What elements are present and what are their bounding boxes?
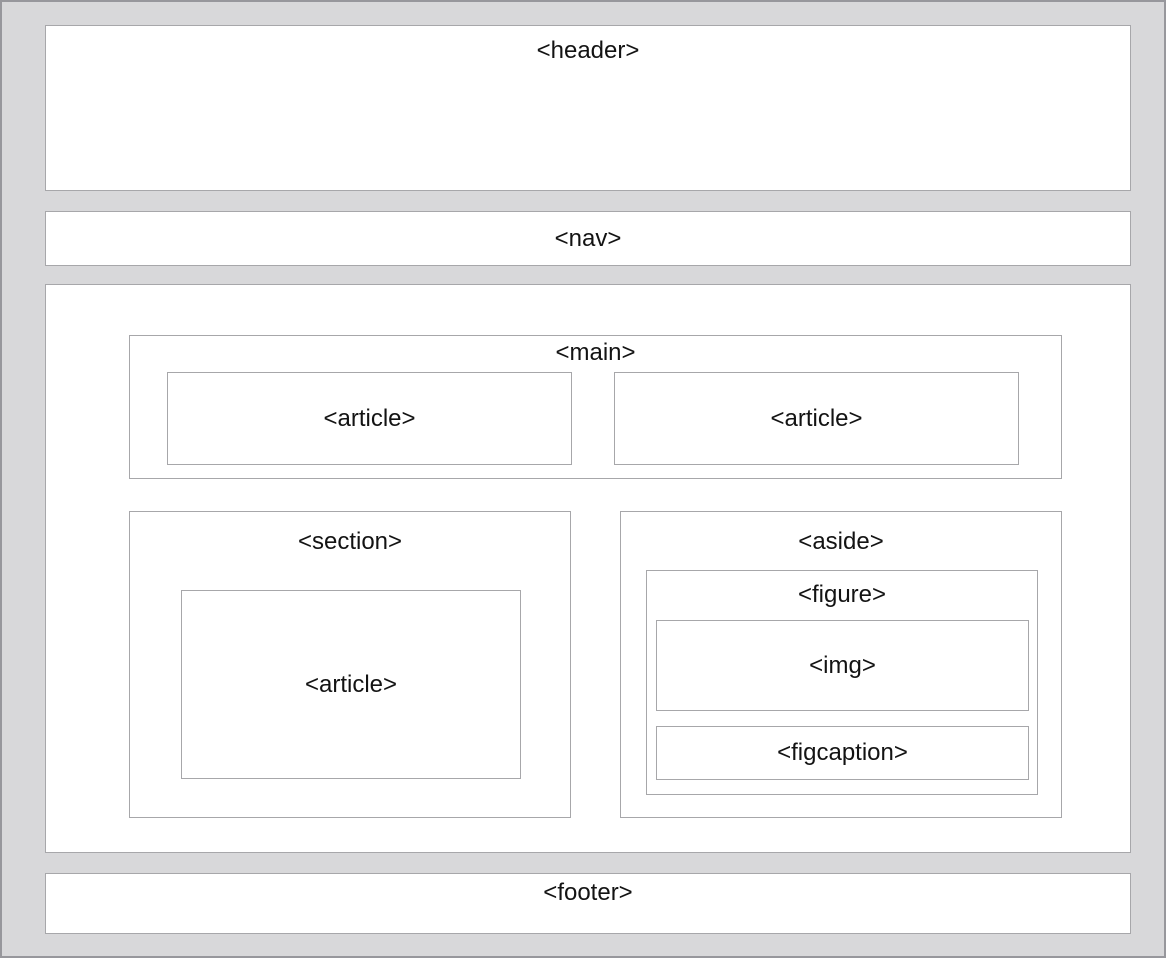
section-article-label: <article>	[304, 670, 398, 698]
main-box: <main> <article> <article>	[129, 335, 1062, 479]
section-article-box: <article>	[181, 590, 521, 779]
figcaption-label: <figcaption>	[777, 739, 908, 766]
figure-label: <figure>	[797, 581, 887, 608]
main-article-left-label: <article>	[323, 404, 416, 432]
footer-box: <footer>	[45, 873, 1131, 934]
aside-box: <aside> <figure> <img> <figcaption>	[620, 511, 1062, 818]
main-article-right-label: <article>	[770, 404, 863, 432]
main-label: <main>	[555, 339, 636, 366]
section-label: <section>	[297, 528, 403, 555]
nav-label: <nav>	[554, 225, 622, 252]
content-wrapper-box: <main> <article> <article> <section> <ar…	[45, 284, 1131, 853]
section-box: <section> <article>	[129, 511, 571, 818]
figure-box: <figure> <img> <figcaption>	[646, 570, 1038, 795]
footer-label: <footer>	[543, 879, 633, 906]
main-article-left-box: <article>	[167, 372, 572, 465]
nav-box: <nav>	[45, 211, 1131, 266]
aside-label: <aside>	[798, 528, 884, 555]
header-label: <header>	[536, 37, 640, 64]
main-article-right-box: <article>	[614, 372, 1019, 465]
header-box: <header>	[45, 25, 1131, 191]
img-label: <img>	[809, 651, 876, 679]
img-box: <img>	[656, 620, 1029, 711]
figcaption-box: <figcaption>	[656, 726, 1029, 780]
